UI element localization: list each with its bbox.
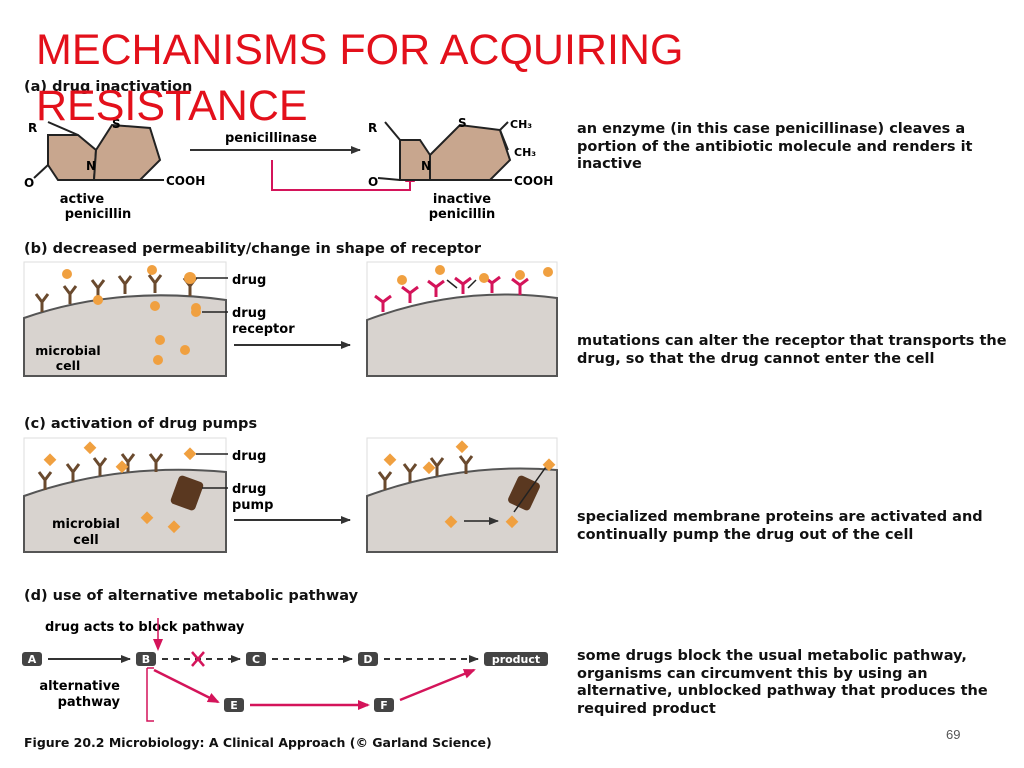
slide-title: MECHANISMS FOR ACQUIRING RESISTANCE: [36, 26, 684, 130]
atom-ch3-top: CH₃: [510, 118, 532, 131]
drug-legend-diamond-c: [183, 447, 197, 461]
pump-label-line1: drug: [232, 482, 266, 497]
alt-label-line1: alternative: [39, 679, 120, 694]
atom-r-inactive: R: [368, 121, 377, 135]
node-d: D: [363, 653, 372, 666]
node-f: F: [380, 699, 388, 712]
cell-label-c-line1: microbial: [52, 517, 120, 532]
drug-pump-left: [170, 475, 204, 511]
atom-s: S: [112, 117, 121, 131]
panel-b-right-image: [366, 261, 558, 377]
drug-dots-b-right: [397, 265, 553, 285]
drug-label-c: drug: [232, 449, 266, 464]
panel-a-description: an enzyme (in this case penicillinase) c…: [577, 121, 973, 172]
atom-o: O: [24, 176, 34, 190]
inactive-penicillin-label-line1: inactive: [433, 192, 491, 207]
cell-label-b-line2: cell: [56, 358, 80, 373]
cell-label-b-line1: microbial: [35, 343, 100, 358]
figure-caption: Figure 20.2 Microbiology: A Clinical App…: [24, 735, 492, 750]
node-e: E: [230, 699, 238, 712]
cleavage-arrow: [271, 160, 415, 191]
atom-n: N: [86, 159, 96, 173]
panel-c-left-image: microbial cell: [23, 437, 227, 553]
panel-b-description: mutations can alter the receptor that tr…: [577, 333, 1007, 367]
panel-c-description: specialized membrane proteins are activa…: [577, 509, 983, 543]
atom-n-inactive: N: [421, 159, 431, 173]
alt-label-line2: pathway: [58, 695, 121, 710]
block-x-icon: [191, 651, 205, 667]
atom-s-inactive: S: [458, 116, 467, 130]
atom-cooh-inactive: COOH: [514, 174, 553, 188]
block-label: drug acts to block pathway: [45, 620, 245, 635]
receptor-label-line1: drug: [232, 306, 266, 321]
receptors-c-right: [377, 455, 474, 490]
atom-ch3-bottom: CH₃: [514, 146, 536, 159]
active-penicillin-label-line2: penicillin: [65, 207, 132, 222]
atom-r: R: [28, 121, 37, 135]
node-c: C: [252, 653, 260, 666]
atom-o-inactive: O: [368, 175, 378, 189]
drug-pump-right: [508, 475, 540, 511]
inactive-penicillin-label-line2: penicillin: [429, 207, 496, 222]
active-penicillin-label-line1: active: [60, 192, 105, 207]
pathway-nodes: A B C D product E F: [22, 652, 548, 712]
atom-cooh: COOH: [166, 174, 205, 188]
panel-d-description: some drugs block the usual metabolic pat…: [577, 648, 988, 717]
page-number: 69: [946, 727, 961, 742]
panel-d-heading: (d) use of alternative metabolic pathway: [24, 588, 359, 604]
receptors-mutant: [374, 275, 529, 312]
drug-label-b: drug: [232, 273, 266, 288]
panel-a-heading: (a) drug inactivation: [24, 79, 193, 95]
panel-c-right-image: [366, 437, 558, 553]
node-a: A: [28, 653, 37, 666]
receptor-label-line2: receptor: [232, 322, 295, 337]
node-product: product: [492, 653, 540, 666]
penicillinase-label: penicillinase: [225, 131, 317, 146]
drug-legend-dot-b: [184, 272, 196, 284]
panel-c-heading: (c) activation of drug pumps: [24, 416, 258, 432]
penicillin-active-structure: R S N O COOH: [24, 117, 205, 190]
cell-label-c-line2: cell: [73, 533, 98, 548]
panel-b-heading: (b) decreased permeability/change in sha…: [24, 241, 481, 257]
penicillin-inactive-structure: R S N O CH₃ CH₃ COOH: [368, 116, 553, 189]
node-b: B: [142, 653, 150, 666]
pump-label-line2: pump: [232, 498, 273, 513]
